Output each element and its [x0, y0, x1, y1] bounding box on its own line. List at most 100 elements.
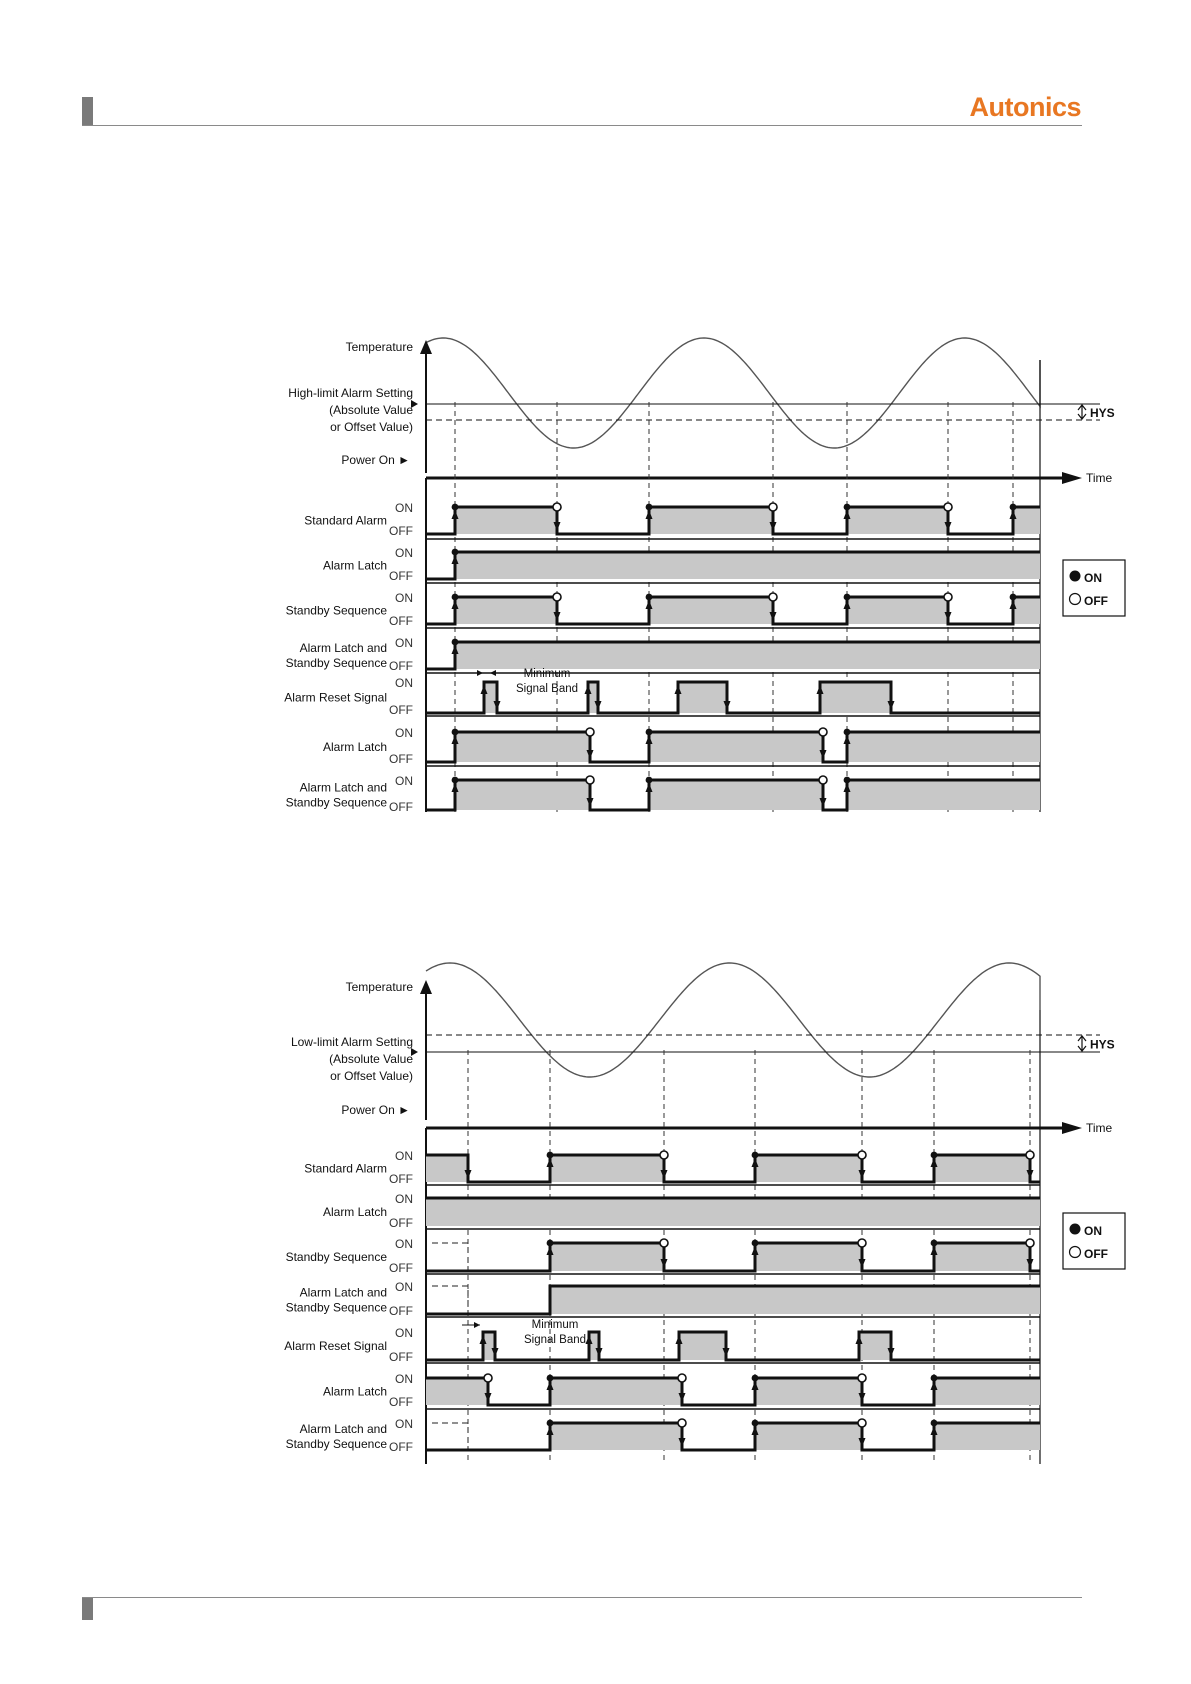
on-marker — [645, 503, 653, 511]
setting-pointer — [411, 1048, 418, 1056]
band-note: Minimum — [524, 668, 571, 680]
off-marker — [768, 592, 778, 602]
row-label-6: Alarm Latch and — [300, 1422, 387, 1436]
on-band — [484, 682, 497, 713]
signal-trace — [426, 1330, 1040, 1362]
off-level-label: OFF — [389, 800, 413, 814]
off-level-label: OFF — [389, 1261, 413, 1275]
on-band — [755, 1423, 862, 1450]
setting-pointer — [411, 400, 418, 408]
on-marker — [930, 1151, 938, 1159]
fall-arrow — [858, 1170, 866, 1179]
on-band — [550, 1155, 664, 1182]
rise-arrow — [843, 510, 851, 519]
on-level-label: ON — [395, 1326, 413, 1340]
hys-arrow-up — [1077, 1035, 1087, 1042]
on-band — [755, 1243, 862, 1271]
on-marker — [645, 776, 653, 784]
time-axis-label: Time — [1086, 471, 1113, 485]
on-marker — [546, 1151, 554, 1159]
rise-arrow — [584, 685, 592, 694]
rise-arrow — [843, 735, 851, 744]
signal-trace — [426, 550, 1040, 581]
fall-arrow — [858, 1259, 866, 1268]
rise-arrow — [645, 735, 653, 744]
power-on-label: Power On ► — [341, 1103, 410, 1117]
on-level-label: ON — [395, 774, 413, 788]
on-marker — [645, 728, 653, 736]
off-marker — [818, 775, 828, 785]
fall-arrow — [464, 1170, 472, 1179]
off-marker — [1025, 1150, 1035, 1160]
on-marker — [451, 776, 459, 784]
on-marker — [451, 728, 459, 736]
rise-arrow — [930, 1381, 938, 1390]
rise-arrow — [930, 1158, 938, 1167]
row-label-6: Alarm Latch and — [300, 781, 387, 795]
on-marker — [751, 1374, 759, 1382]
header-rule — [82, 125, 1082, 126]
footer-bar — [82, 1598, 93, 1620]
hys-label: HYS — [1090, 406, 1115, 420]
rise-arrow — [451, 600, 459, 609]
on-band — [550, 1423, 682, 1450]
on-band — [820, 682, 891, 713]
off-level-label: OFF — [389, 1395, 413, 1409]
on-band — [847, 507, 948, 534]
legend-box — [1062, 1212, 1126, 1270]
legend-on-dot — [1069, 570, 1081, 582]
on-marker — [451, 593, 459, 601]
row-label-5: Alarm Latch — [323, 740, 387, 754]
on-marker — [751, 1419, 759, 1427]
on-marker — [751, 1239, 759, 1247]
row-label-3: Standby Sequence — [286, 656, 388, 670]
fall-arrow — [723, 701, 731, 710]
off-level-label: OFF — [389, 1350, 413, 1364]
on-band — [455, 780, 590, 810]
on-marker — [930, 1239, 938, 1247]
signal-trace — [426, 595, 1040, 626]
row-label-2: Standby Sequence — [286, 604, 388, 618]
off-marker — [943, 502, 953, 512]
off-marker — [857, 1418, 867, 1428]
on-marker — [843, 776, 851, 784]
on-band — [934, 1243, 1030, 1271]
on-band — [455, 597, 557, 624]
hys-arrow-down — [1077, 1045, 1087, 1052]
off-marker — [1025, 1238, 1035, 1248]
band-note: Minimum — [532, 1319, 579, 1331]
on-band — [847, 597, 948, 624]
on-level-label: ON — [395, 1372, 413, 1386]
rise-arrow — [1009, 510, 1017, 519]
setting-label: or Offset Value) — [330, 420, 413, 434]
fall-arrow — [887, 1348, 895, 1357]
on-marker — [843, 728, 851, 736]
on-marker — [751, 1151, 759, 1159]
rise-arrow — [546, 1381, 554, 1390]
legend-on-label: ON — [1084, 571, 1102, 585]
signal-trace — [426, 640, 1040, 671]
row-label-6: Standby Sequence — [286, 1437, 388, 1451]
on-band — [426, 1155, 468, 1182]
on-band — [588, 682, 598, 713]
fall-arrow — [484, 1393, 492, 1402]
setting-label: (Absolute Value — [329, 403, 413, 417]
undefined-state — [432, 1242, 469, 1271]
on-level-label: ON — [395, 591, 413, 605]
rise-arrow — [751, 1158, 759, 1167]
off-level-label: OFF — [389, 1172, 413, 1186]
signal-trace — [426, 1284, 1040, 1316]
on-band — [483, 1332, 495, 1360]
rise-arrow — [585, 1335, 593, 1344]
on-band — [426, 1378, 488, 1405]
off-marker — [552, 502, 562, 512]
on-level-label: ON — [395, 501, 413, 515]
on-band — [649, 507, 773, 534]
on-level-label: ON — [395, 1280, 413, 1294]
off-marker — [659, 1150, 669, 1160]
fall-arrow — [595, 1348, 603, 1357]
fall-arrow — [553, 612, 561, 621]
on-marker — [843, 503, 851, 511]
rise-arrow — [1009, 600, 1017, 609]
rise-arrow — [645, 600, 653, 609]
